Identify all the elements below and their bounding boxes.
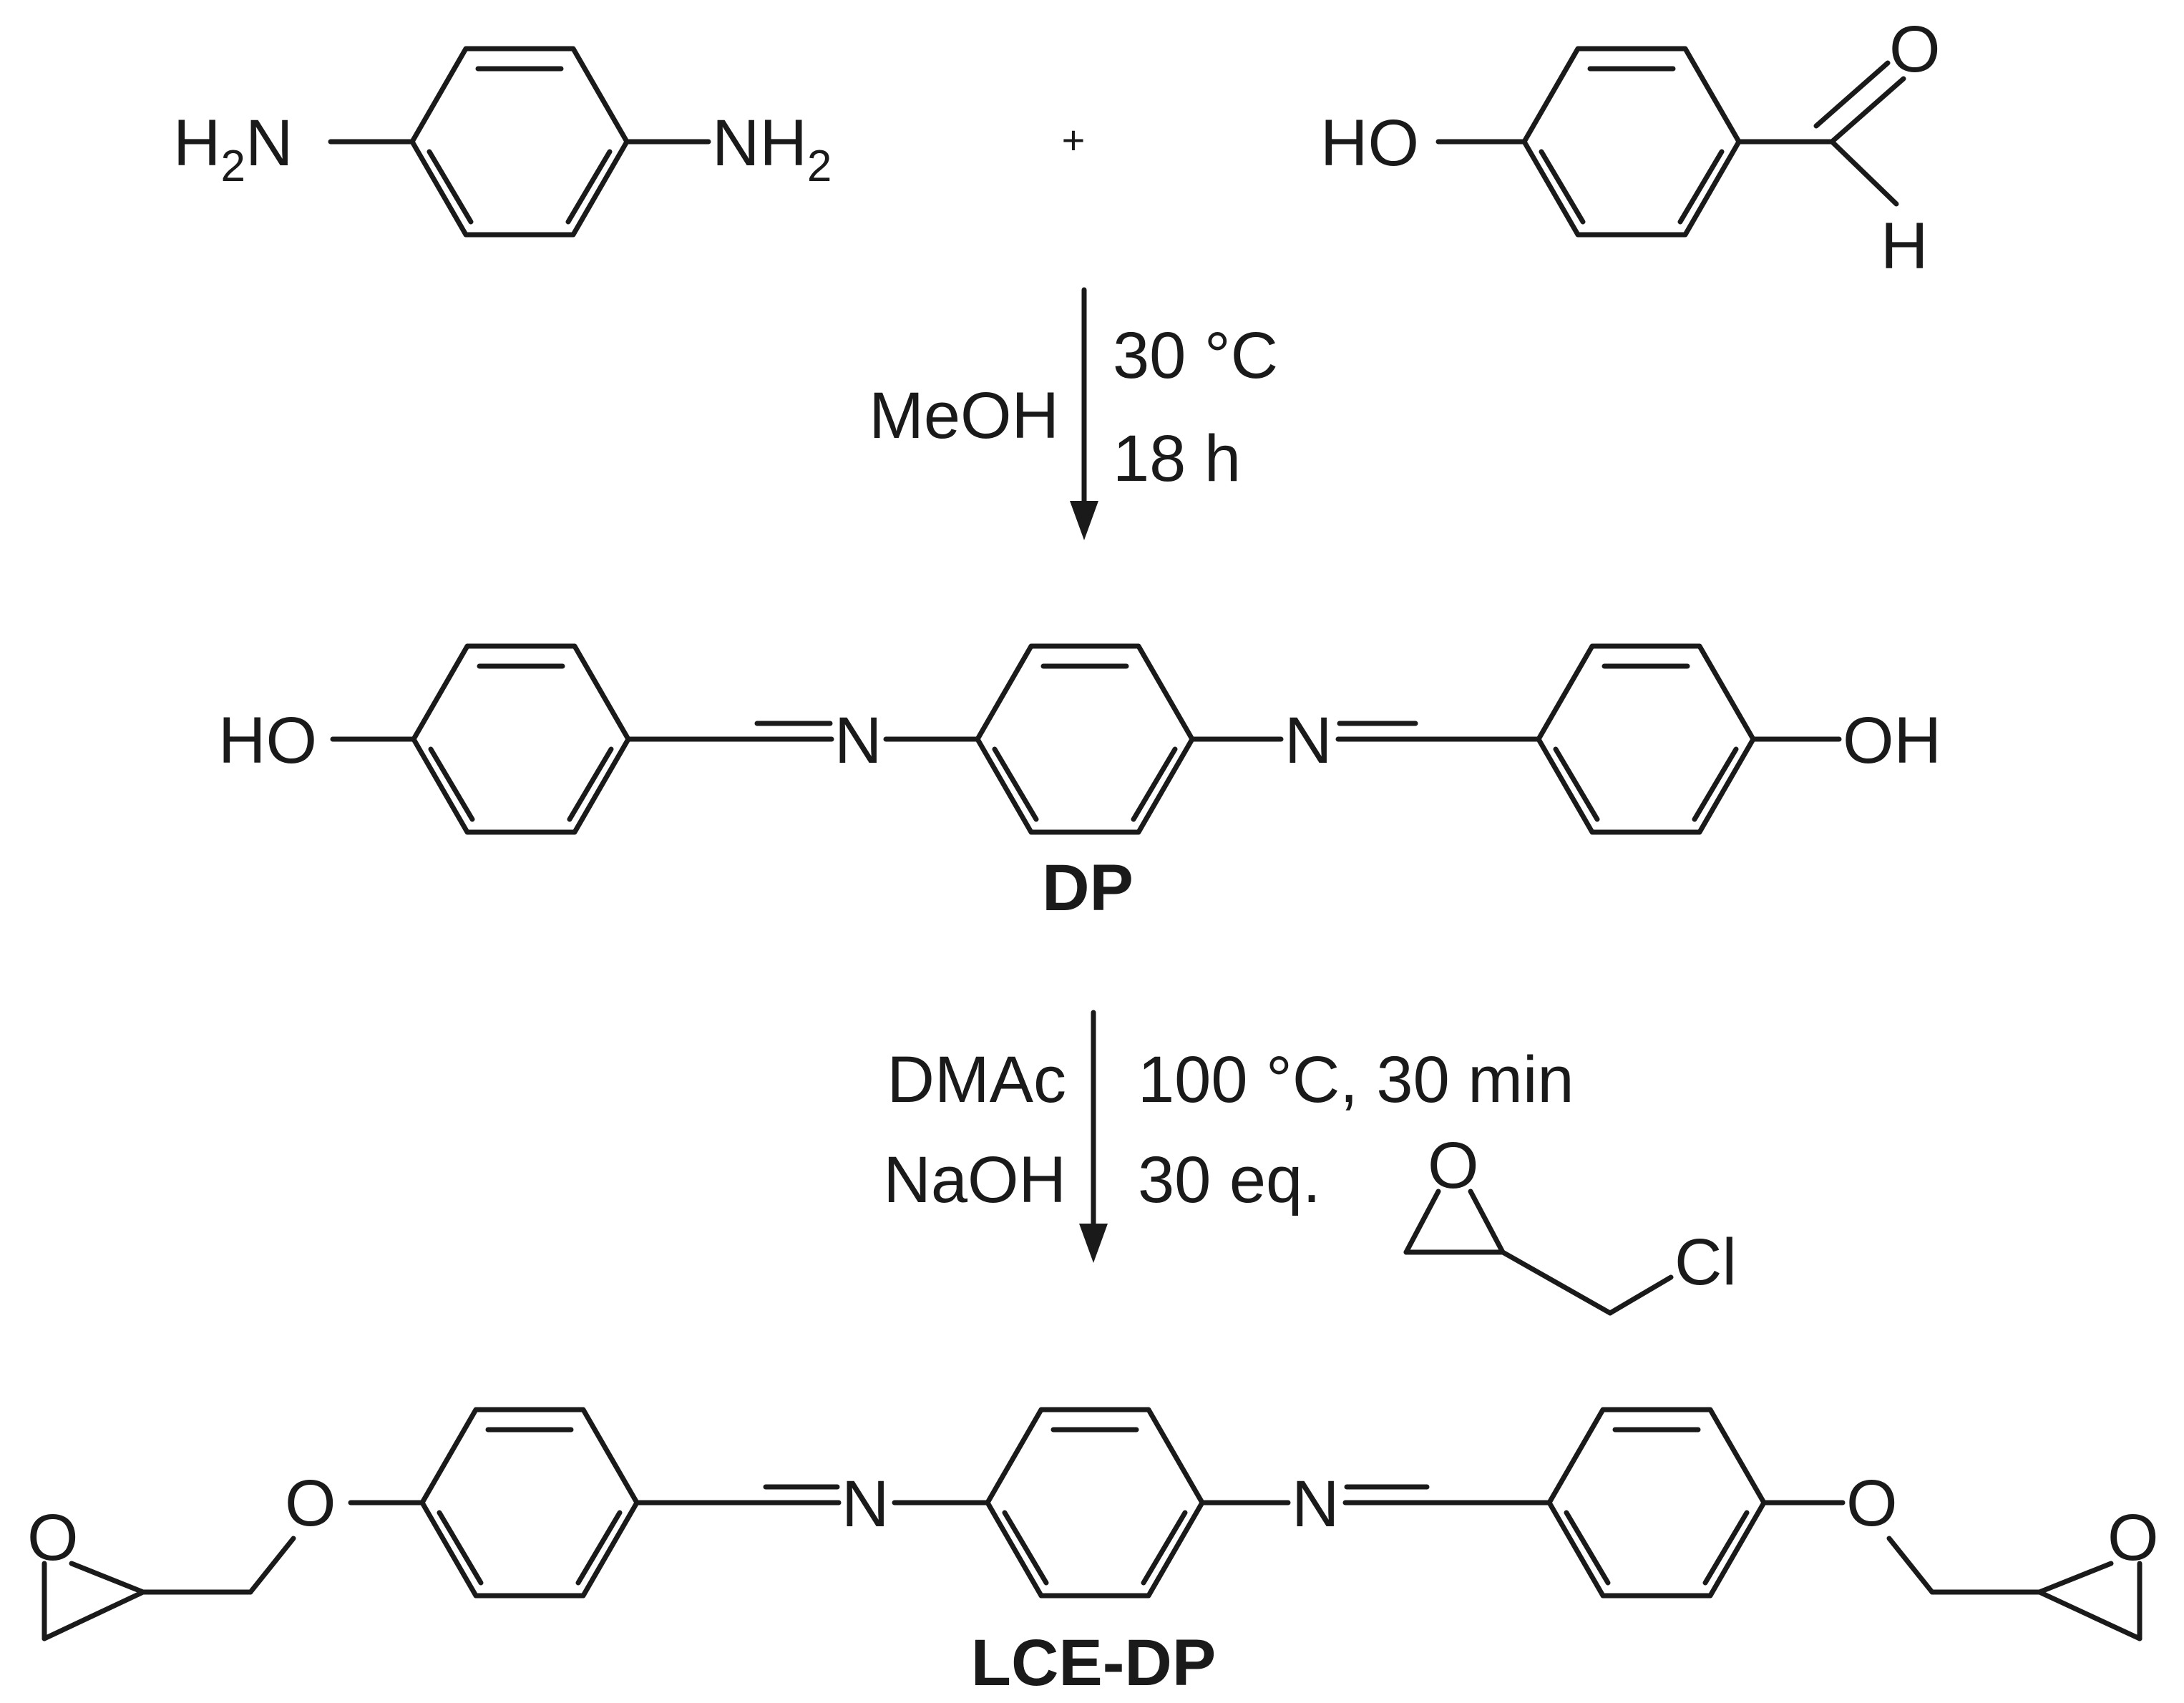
product-right-epoxide-oxygen: O (2107, 1501, 2159, 1574)
benzene-ring (409, 46, 630, 238)
benzene-ring (419, 1407, 640, 1599)
amine-left-label: H2N (173, 107, 293, 191)
dp-imine-n-left: N (834, 704, 882, 777)
benzene-ring (975, 643, 1195, 835)
aldehyde-hydrogen-label: H (1881, 210, 1928, 283)
product-imine-n-left: N (842, 1468, 889, 1541)
c-o-double-bond-2 (1813, 60, 1891, 129)
intermediate-dp: HO N N OH DP (218, 643, 1941, 924)
benzene-ring (1546, 1407, 1767, 1599)
product-left-ether-oxygen: O (285, 1467, 336, 1540)
step1-solvent: MeOH (869, 379, 1059, 452)
dp-right-hydroxyl: OH (1843, 704, 1941, 777)
c-h-bond (1829, 139, 1899, 207)
product-lce-dp: O O N N (27, 1407, 2159, 1699)
reactant-phenylenediamine: H2N NH2 (173, 46, 832, 238)
step2-solvent: DMAc (887, 1043, 1066, 1116)
epichlorohydrin-chloride: Cl (1674, 1226, 1737, 1299)
product-right-ether-oxygen: O (1846, 1467, 1898, 1540)
benzene-ring (411, 643, 631, 835)
reaction-arrow-step1 (1070, 287, 1098, 540)
carbonyl-oxygen-label: O (1889, 13, 1941, 86)
dp-imine-n-right: N (1284, 704, 1332, 777)
reaction-arrow-step2 (1079, 1010, 1108, 1263)
benzene-ring (1521, 46, 1742, 238)
benzene-ring (985, 1407, 1205, 1599)
step2-equivalents: 30 eq. (1138, 1143, 1321, 1216)
c-o-double-bond (1829, 76, 1906, 145)
benzene-ring (1536, 643, 1756, 835)
lce-dp-compound-label: LCE-DP (971, 1626, 1216, 1699)
epichlorohydrin: O Cl (1403, 1129, 1737, 1316)
step2-base: NaOH (883, 1143, 1066, 1216)
step1-time: 18 h (1113, 422, 1241, 495)
dp-left-hydroxyl: HO (218, 704, 317, 777)
step2-conditions: 100 °C, 30 min (1138, 1043, 1574, 1116)
step1-temperature: 30 °C (1113, 319, 1278, 392)
dp-compound-label: DP (1042, 852, 1134, 924)
product-imine-n-right: N (1292, 1468, 1339, 1541)
amine-right-label: NH2 (712, 107, 832, 191)
hydroxyl-label: HO (1320, 107, 1419, 180)
reactant-hydroxybenzaldehyde: HO O H (1320, 13, 1941, 283)
plus-sign: + (1062, 117, 1086, 162)
